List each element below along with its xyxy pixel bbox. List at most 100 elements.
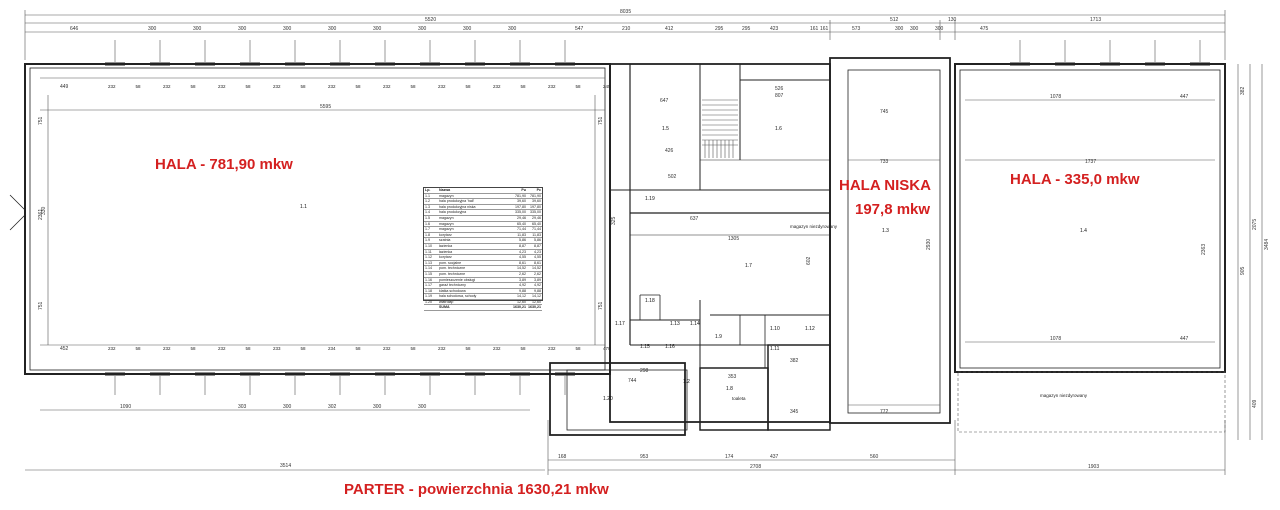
legend-cell: magazyn xyxy=(438,221,512,228)
dim-647: 647 xyxy=(660,98,669,104)
room-tag-1-7: 1.7 xyxy=(745,263,752,269)
dim-hall-top-1: 58 xyxy=(136,84,142,89)
legend-cell: hala produkcyjna niska xyxy=(438,204,512,211)
dim-1305: 1305 xyxy=(728,236,739,242)
dim-top-row2-21: 300 xyxy=(935,26,944,32)
dim-right-h1: 751 xyxy=(598,116,604,125)
dim-left-h2: 2361 xyxy=(38,209,44,220)
label-parter: PARTER - powierzchnia 1630,21 mkw xyxy=(344,481,609,498)
dim-top-row2-9: 300 xyxy=(508,26,517,32)
right-dimension-lines: 382 2075 3484 409 905 xyxy=(1237,64,1270,440)
dim-hall-top-18: 245 xyxy=(603,84,611,89)
dim-lower-5: 300 xyxy=(418,404,427,410)
dim-lower-1: 303 xyxy=(238,404,247,410)
legend-cell: 1.12 xyxy=(424,254,438,261)
dim-345: 345 xyxy=(790,409,799,415)
legend-cell: 1.6 xyxy=(424,221,438,228)
legend-cell: 3,89 xyxy=(512,277,527,284)
dim-772: 772 xyxy=(880,409,889,415)
dim-left-h1: 751 xyxy=(38,116,44,125)
legend-cell: hala produkcyjna 'hall' xyxy=(438,198,512,205)
legend-cell: 4,23 xyxy=(512,249,527,256)
dim-325: 325 xyxy=(611,216,617,225)
legend-cell: hala produkcyjna xyxy=(438,209,512,216)
legend-cell: 1.2 xyxy=(424,198,438,205)
legend-cell: Lp. xyxy=(424,188,438,194)
bottom-dimension-lines: 3514 168 953 174 437 560 2708 1903 xyxy=(25,409,1226,475)
room-tag-1-2: 1.2 xyxy=(683,379,690,385)
legend-cell: 2,62 xyxy=(527,271,542,278)
dim-hall-top-14: 232 xyxy=(493,84,501,89)
dim-hall-top-8: 232 xyxy=(328,84,336,89)
dim-1737: 1737 xyxy=(1085,159,1096,165)
dim-447b: 447 xyxy=(1180,336,1189,342)
dim-d1: 5520 xyxy=(425,17,436,23)
dim-top-left: 449 xyxy=(60,84,69,90)
lower-annex-details: 744 298 353 382 345 1.20 1.8 1.2 toaleta xyxy=(603,358,799,415)
hala-niska-details: 745 733 772 2930 1.3 xyxy=(848,109,940,415)
right-hall-details: 1078 447 1737 1078 447 2363 1.4 magazyn … xyxy=(965,94,1215,398)
legend-cell: 14,52 xyxy=(527,265,542,272)
dim-top-row2-4: 300 xyxy=(283,26,292,32)
dim-b4: 437 xyxy=(770,454,779,460)
staircase xyxy=(702,99,738,158)
legend-cell: 9,88 xyxy=(527,288,542,295)
legend-cell: 39,60 xyxy=(512,198,527,205)
dim-hall-top-16: 232 xyxy=(548,84,556,89)
legend-cell: hala schodowa, schody xyxy=(438,293,512,300)
dim-lower-0: 1090 xyxy=(120,404,131,410)
dim-hall-bottom-13: 58 xyxy=(466,346,472,351)
top-dimension-lines: 8035 5520 512 130 1713 xyxy=(24,9,1226,60)
legend-cell: 335,00 xyxy=(512,209,527,216)
dim-hall-bottom-15: 58 xyxy=(521,346,527,351)
dim-hall-top-3: 58 xyxy=(191,84,197,89)
dim-637: 637 xyxy=(690,216,699,222)
legend-cell: 8,87 xyxy=(527,243,542,250)
room-tag-1-14: 1.14 xyxy=(690,321,700,327)
legend-cell: szatnia xyxy=(438,237,512,244)
legend-cell: Nazwa xyxy=(438,188,512,194)
dim-298: 298 xyxy=(640,368,649,374)
dim-hall-bottom-14: 232 xyxy=(493,346,501,351)
legend-cell: klatka schodowa xyxy=(438,288,512,295)
dim-door: 330 xyxy=(41,206,47,215)
dim-hall-bottom-16: 232 xyxy=(548,346,556,351)
legend-cell: Pu xyxy=(512,188,527,194)
legend-cell: 4,23 xyxy=(527,249,542,256)
dim-top-row2-10: 547 xyxy=(575,26,584,32)
dim-hall-bottom-5: 58 xyxy=(246,346,252,351)
dim-top-row2-8: 300 xyxy=(463,26,472,32)
legend-cell: 1.8 xyxy=(424,232,438,239)
hall-inner-dimensions: 449 5595 751 2361 751 751 751 452 330 1.… xyxy=(9,77,605,352)
room-tag-1-15: 1.15 xyxy=(640,344,650,350)
legend-cell: pomieszczenie obsługi xyxy=(438,277,512,284)
dim-hall-top-9: 58 xyxy=(356,84,362,89)
dim-602: 602 xyxy=(806,256,812,265)
legend-cell: 1.5 xyxy=(424,215,438,222)
dim-447: 447 xyxy=(1180,94,1189,100)
room-tag-1-13: 1.13 xyxy=(670,321,680,327)
dim-top-row2-11: 210 xyxy=(622,26,631,32)
room-tag-1-6: 1.6 xyxy=(775,126,782,132)
legend-cell: Pc xyxy=(527,188,542,194)
dim-left-h3: 751 xyxy=(38,301,44,310)
dim-lower-2: 300 xyxy=(283,404,292,410)
room-tag-1-8: 1.8 xyxy=(726,386,733,392)
legend-cell: wiatrołap xyxy=(438,299,512,306)
dim-hall-bottom-7: 58 xyxy=(301,346,307,351)
legend-cell: 1.1 xyxy=(424,193,438,200)
dim-1078b: 1078 xyxy=(1050,336,1061,342)
label-hala-right: HALA - 335,0 mkw xyxy=(1010,171,1140,188)
dim-lower-4: 300 xyxy=(373,404,382,410)
legend-cell: 8,87 xyxy=(512,243,527,250)
